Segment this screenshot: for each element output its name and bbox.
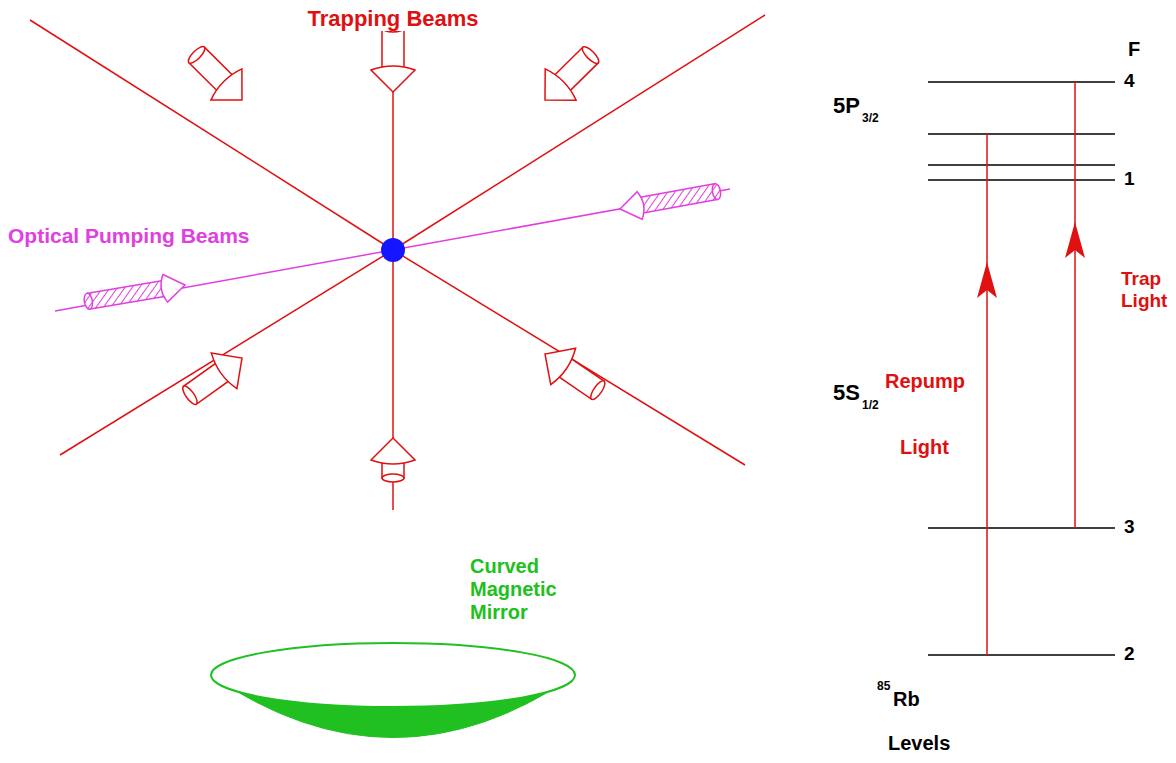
state-label: 5S	[833, 380, 860, 405]
repump-transition	[977, 134, 997, 655]
level-number: 3	[1124, 516, 1135, 538]
trapping-beam-lines	[30, 15, 765, 510]
trapping-beam-arrow	[174, 340, 255, 415]
state-label: 5P	[833, 93, 860, 118]
trapping-beam-arrow	[371, 24, 415, 92]
trapping-beam-arrow	[178, 36, 257, 115]
state-subscript: 3/2	[862, 112, 879, 126]
energy-level	[928, 654, 1115, 656]
energy-level	[928, 527, 1115, 529]
transition-label: Light	[900, 436, 949, 459]
transition-label: Trap Light	[1121, 268, 1173, 312]
energy-level	[928, 81, 1115, 83]
atom-cloud	[381, 238, 405, 262]
pumping-beam-line	[55, 189, 730, 311]
state-subscript: 1/2	[862, 399, 879, 413]
element-label: Rb	[893, 688, 920, 711]
level-number: 2	[1124, 643, 1135, 665]
trapping-beam-arrow	[533, 336, 614, 411]
pumping-beam-arrow	[82, 271, 187, 316]
level-number: 1	[1124, 168, 1135, 190]
energy-level	[928, 179, 1115, 181]
trapping-beam-arrow	[530, 37, 609, 116]
energy-levels	[928, 82, 1115, 655]
quantum-number-header: F	[1128, 38, 1140, 61]
trapping-beam-arrow	[371, 438, 415, 482]
trapping-beam-line	[30, 20, 393, 250]
caption-label: Levels	[888, 732, 950, 755]
mirror-rim	[211, 643, 575, 707]
beam-label: Optical Pumping Beams	[8, 224, 250, 248]
trapping-beam-line	[393, 250, 745, 465]
mirror-label: Curved Magnetic Mirror	[470, 555, 582, 624]
transition-label: Repump	[885, 370, 965, 393]
pumping-beam-arrow	[618, 177, 723, 223]
trapping-beam-line	[393, 15, 765, 250]
level-number: 4	[1124, 70, 1135, 92]
energy-level	[928, 133, 1115, 135]
isotope-mass: 85	[877, 680, 890, 694]
beam-label: Trapping Beams	[303, 6, 482, 31]
energy-level	[928, 164, 1115, 166]
trap-transition	[1065, 82, 1085, 528]
